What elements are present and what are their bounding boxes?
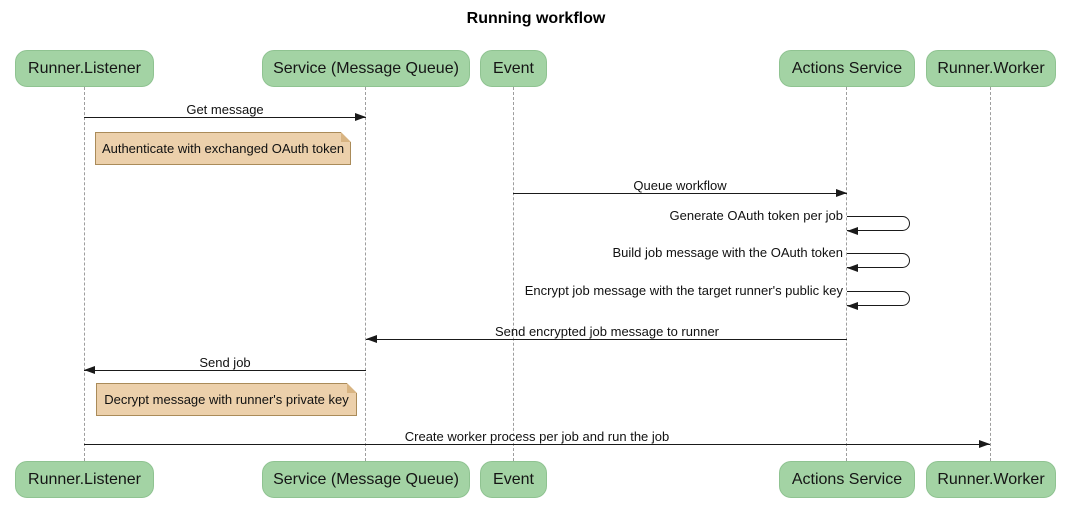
lifeline-actions-service [846, 87, 847, 461]
message-label: Create worker process per job and run th… [404, 429, 670, 444]
self-message-label: Build job message with the OAuth token [612, 245, 843, 260]
message-line [513, 193, 847, 194]
arrowhead [836, 189, 847, 197]
participant-label: Runner.Worker [937, 59, 1045, 77]
self-message-label: Generate OAuth token per job [669, 208, 843, 223]
message-label: Send encrypted job message to runner [494, 324, 720, 339]
message-label: Queue workflow [633, 178, 727, 193]
participant-label: Actions Service [791, 470, 903, 488]
note-label: Authenticate with exchanged OAuth token [101, 141, 345, 156]
self-message-label: Encrypt job message with the target runn… [524, 283, 843, 298]
diagram-title: Running workflow [466, 10, 606, 27]
arrowhead [84, 366, 95, 374]
note-authenticate: Authenticate with exchanged OAuth token [95, 132, 351, 165]
message-label: Send job [199, 355, 251, 370]
participant-label: Actions Service [791, 59, 903, 77]
participant-label: Service (Message Queue) [273, 470, 459, 488]
lifeline-service-mq [365, 87, 366, 461]
arrowhead [847, 302, 858, 310]
participant-label: Event [493, 470, 534, 488]
participant-event-top: Event [480, 50, 547, 87]
message-line [366, 339, 847, 340]
arrowhead [979, 440, 990, 448]
message-label: Get message [186, 102, 264, 117]
participant-service-mq-top: Service (Message Queue) [262, 50, 470, 87]
arrowhead [847, 227, 858, 235]
participant-service-mq-bottom: Service (Message Queue) [262, 461, 470, 498]
lifeline-event [513, 87, 514, 461]
message-line [84, 370, 366, 371]
message-line [84, 117, 366, 118]
note-fold [347, 383, 357, 393]
note-fold [341, 132, 351, 142]
participant-runner-worker-bottom: Runner.Worker [926, 461, 1056, 498]
participant-label: Runner.Listener [28, 470, 141, 488]
lifeline-runner-worker [990, 87, 991, 461]
self-message-loop [847, 291, 910, 306]
message-line [84, 444, 990, 445]
self-message-loop [847, 216, 910, 231]
participant-event-bottom: Event [480, 461, 547, 498]
participant-runner-listener-bottom: Runner.Listener [15, 461, 154, 498]
arrowhead [366, 335, 377, 343]
participant-runner-listener-top: Runner.Listener [15, 50, 154, 87]
participant-runner-worker-top: Runner.Worker [926, 50, 1056, 87]
lifeline-runner-listener [84, 87, 85, 461]
note-decrypt: Decrypt message with runner's private ke… [96, 383, 357, 416]
participant-actions-service-bottom: Actions Service [779, 461, 915, 498]
self-message-loop [847, 253, 910, 268]
participant-label: Runner.Worker [937, 470, 1045, 488]
note-label: Decrypt message with runner's private ke… [104, 392, 349, 407]
participant-label: Service (Message Queue) [273, 59, 459, 77]
arrowhead [847, 264, 858, 272]
participant-label: Event [493, 59, 534, 77]
participant-actions-service-top: Actions Service [779, 50, 915, 87]
participant-label: Runner.Listener [28, 59, 141, 77]
arrowhead [355, 113, 366, 121]
